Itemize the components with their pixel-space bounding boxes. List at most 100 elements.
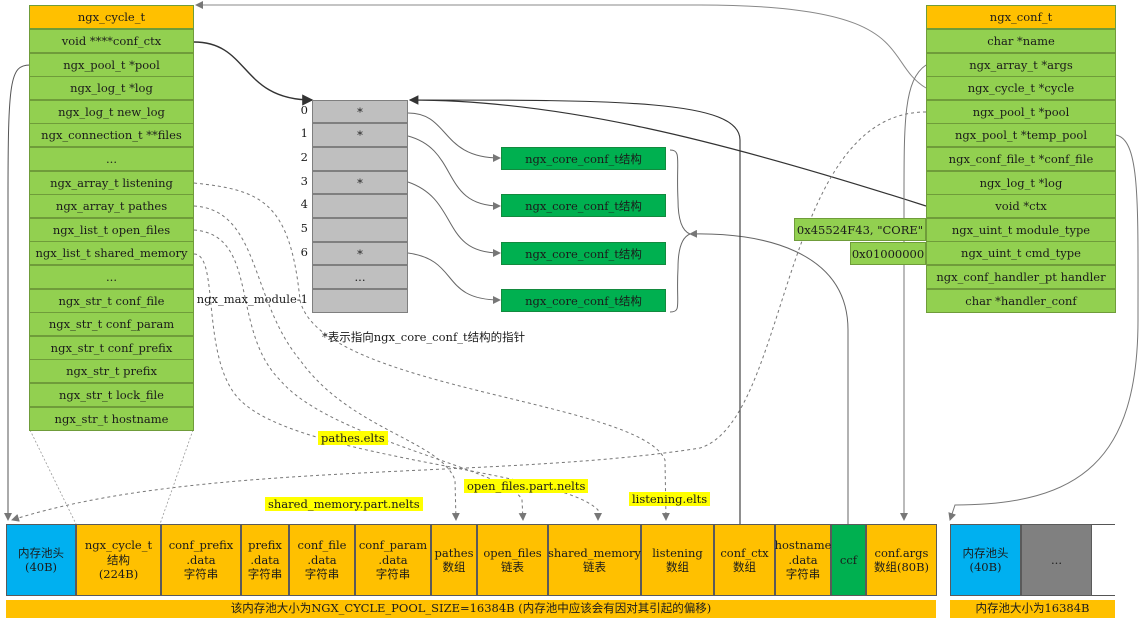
ctx-cell xyxy=(312,147,408,171)
cycle-field: ngx_pool_t *pool xyxy=(29,52,194,77)
conf-field: ngx_array_t *args xyxy=(926,52,1116,77)
highlight-open-files: open_files.part.nelts xyxy=(464,479,589,493)
pool-segment-line: open_files xyxy=(483,545,542,560)
pool-segment: 内存池头(40B) xyxy=(6,524,76,596)
cycle-field: ngx_str_t lock_file xyxy=(29,383,194,407)
pool-segment-line: 数组(80B) xyxy=(873,560,930,574)
pool-segment-line: .data xyxy=(788,552,818,567)
cycle-field: ngx_array_t pathes xyxy=(29,194,194,219)
pool-segment-line: conf_file xyxy=(297,538,347,553)
highlight-pathes: pathes.elts xyxy=(318,431,388,445)
cmd-type-value: 0x01000000 xyxy=(850,242,926,265)
pool-segment-line: 链表 xyxy=(501,560,524,574)
ctx-cell: * xyxy=(312,123,408,147)
ctx-index: 1 xyxy=(300,126,308,140)
temp-pool-segment: ... xyxy=(1021,524,1092,596)
ctx-cell xyxy=(312,194,408,218)
ctx-index: 3 xyxy=(300,174,308,188)
cycle-field: ngx_str_t prefix xyxy=(29,359,194,384)
conf-title: ngx_conf_t xyxy=(926,5,1116,29)
pool-segment: ccf xyxy=(831,524,866,596)
ctx-cell xyxy=(312,289,408,313)
core-conf-box: ngx_core_conf_t结构 xyxy=(501,147,666,170)
cycle-field: ngx_log_t new_log xyxy=(29,99,194,124)
pool-segment-line: 数组 xyxy=(733,560,756,574)
pool-segment-line: conf_prefix xyxy=(168,538,234,553)
pool-segment-line: 内存池头 xyxy=(18,545,64,560)
cycle-field: ... xyxy=(29,147,194,171)
pool-segment-line: ccf xyxy=(839,552,858,567)
conf-field: ngx_cycle_t *cycle xyxy=(926,76,1116,101)
cycle-field: void ****conf_ctx xyxy=(29,29,194,53)
core-conf-box: ngx_core_conf_t结构 xyxy=(501,289,666,312)
core-conf-box: ngx_core_conf_t结构 xyxy=(501,242,666,265)
pool-segment-line: 数组 xyxy=(666,560,689,574)
pool-segment-line: conf_ctx xyxy=(720,545,769,560)
cycle-field: ngx_str_t conf_file xyxy=(29,288,194,313)
ctx-index: 2 xyxy=(300,150,308,164)
pool-segment-line: pathes xyxy=(434,545,474,560)
cycle-field: ngx_log_t *log xyxy=(29,76,194,101)
ctx-cell xyxy=(312,218,408,242)
conf-field: char *handler_conf xyxy=(926,288,1116,313)
ctx-index: 4 xyxy=(300,197,308,211)
cycle-field: ... xyxy=(29,265,194,289)
temp-pool-segment-line: ... xyxy=(1051,552,1062,567)
temp-pool-footer: 内存池大小为16384B xyxy=(950,600,1115,618)
ctx-index: 6 xyxy=(300,245,308,259)
ctx-cell: * xyxy=(312,242,408,265)
ctx-cell: * xyxy=(312,100,408,123)
conf-field: ngx_uint_t module_type xyxy=(926,217,1116,242)
conf-field: ngx_conf_file_t *conf_file xyxy=(926,147,1116,171)
conf-field: char *name xyxy=(926,29,1116,53)
conf-field: ngx_conf_handler_pt handler xyxy=(926,265,1116,289)
pool-segment-line: hostname xyxy=(774,538,832,553)
cycle-field: ngx_str_t conf_prefix xyxy=(29,335,194,360)
pool-segment-line: ngx_cycle_t xyxy=(84,538,153,553)
pool-segment-line: listening xyxy=(652,545,703,560)
conf-field: ngx_uint_t cmd_type xyxy=(926,241,1116,266)
ctx-index: 5 xyxy=(300,221,308,235)
ctx-index: ngx_max_module-1 xyxy=(196,292,308,306)
cycle-field: ngx_connection_t **files xyxy=(29,123,194,148)
cycle-field: ngx_array_t listening xyxy=(29,170,194,195)
pool-segment-line: 数组 xyxy=(442,560,466,574)
pool-segment-line: 字符串 xyxy=(375,567,411,582)
cycle-field: ngx_str_t hostname xyxy=(29,406,194,431)
cycle-field: ngx_list_t shared_memory xyxy=(29,241,194,266)
pool-segment-line: 结构 xyxy=(107,552,130,567)
temp-pool-segment-line: 内存池头 xyxy=(962,545,1009,560)
pool-footer: 该内存池大小为NGX_CYCLE_POOL_SIZE=16384B (内存池中应… xyxy=(6,600,936,618)
highlight-listening: listening.elts xyxy=(629,492,711,506)
pool-segment-line: 字符串 xyxy=(183,567,219,582)
pool-segment-line: prefix xyxy=(248,538,282,553)
pool-segment-line: shared_memory xyxy=(547,545,642,560)
conf-field: ngx_pool_t *pool xyxy=(926,99,1116,124)
temp-pool-segment-line: (40B) xyxy=(969,560,1002,574)
ctx-index: 0 xyxy=(300,103,308,117)
conf-field: void *ctx xyxy=(926,194,1116,219)
pool-segment-line: 字符串 xyxy=(304,567,340,582)
highlight-shared-memory: shared_memory.part.nelts xyxy=(265,497,423,511)
pool-segment-line: (40B) xyxy=(24,560,58,574)
pool-segment-line: 字符串 xyxy=(785,567,821,582)
temp-pool-segment: 内存池头(40B) xyxy=(950,524,1021,596)
pool-segment-line: conf.args xyxy=(874,545,929,560)
pool-segment-line: .data xyxy=(186,552,216,567)
cycle-title: ngx_cycle_t xyxy=(29,5,194,29)
ctx-cell: * xyxy=(312,171,408,194)
pool-segment-line: 链表 xyxy=(583,560,606,574)
pool-segment-line: .data xyxy=(250,552,280,567)
pool-segment-line: conf_param xyxy=(358,538,428,553)
